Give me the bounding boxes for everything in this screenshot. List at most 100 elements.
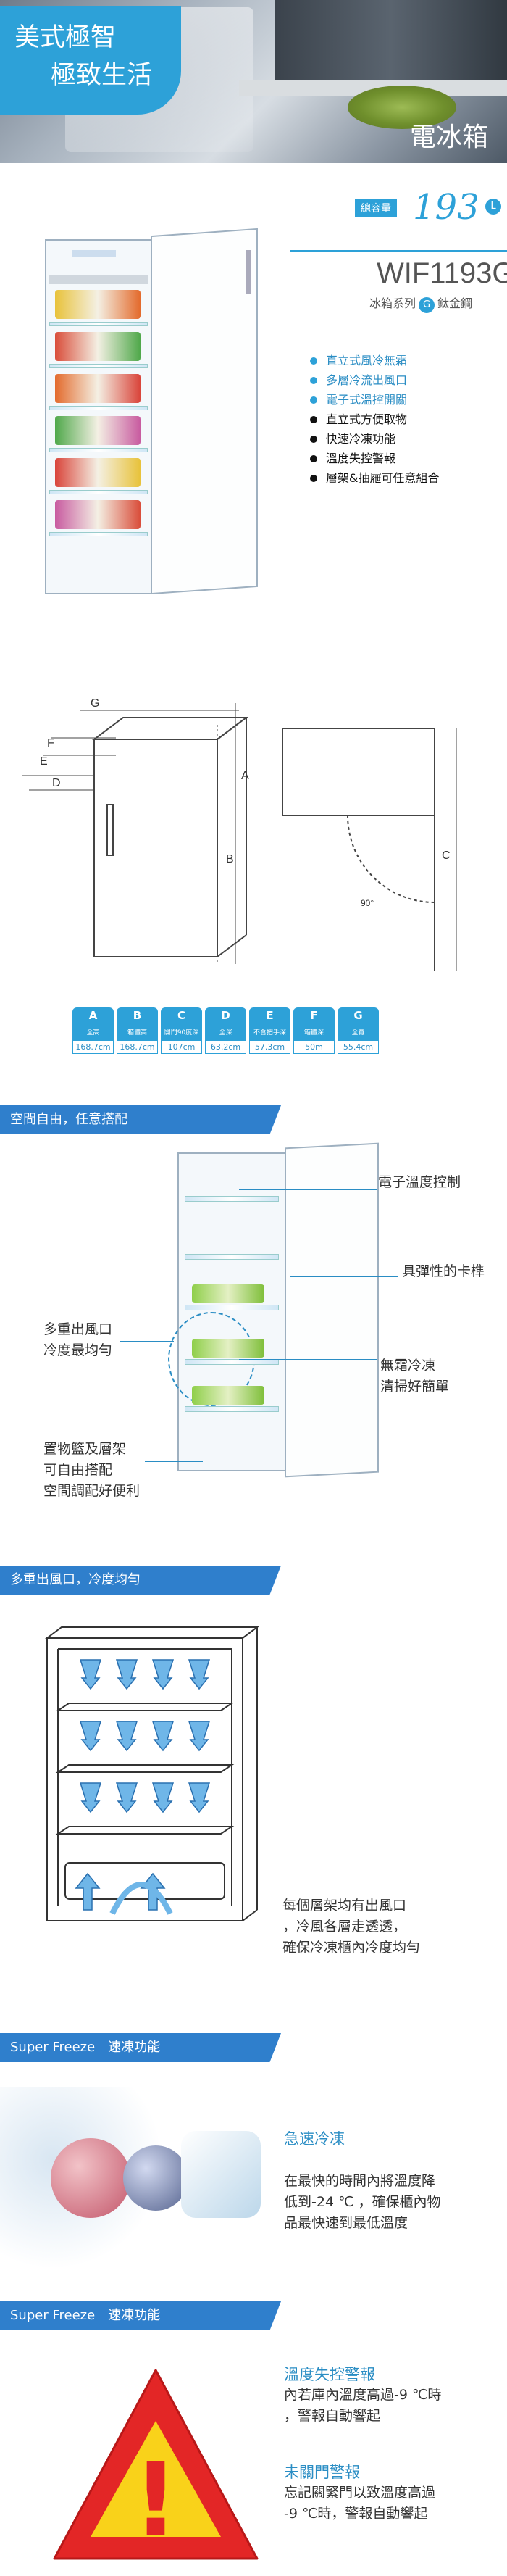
dim-name: 全深 [219,1029,232,1036]
feature-list: 直立式風冷無霜多層冷流出風口電子式溫控開關直立式方便取物快速冷凍功能溫度失控警報… [310,351,439,488]
airflow-up-arrow-icon [75,1872,101,1911]
food-package [55,290,141,319]
section-superfreeze-title: Super Freeze 速凍功能 [0,2033,281,2062]
food-package [55,500,141,529]
frozen-fruit [51,2138,130,2218]
dim-value: 168.7cm [72,1040,114,1054]
airflow-arrow-icon [115,1721,138,1752]
dim-value: 55.4cm [338,1040,379,1054]
airflow-arrow-icon [115,1782,138,1813]
shelf [49,490,148,494]
dim-name: 不含把手深 [253,1029,286,1036]
shelf [185,1406,279,1412]
label-B: B [226,853,234,865]
airflow-arrow-icon [188,1721,211,1752]
ice-cube [181,2131,261,2218]
alarm-text1: 內若庫內溫度高過-9 ℃時 ，警報自動響起 [284,2387,442,2424]
callout-line [120,1341,174,1342]
section-space-title: 空間自由，任意搭配 [0,1105,281,1134]
section-airflow-title: 多重出風口，冷度均勻 [0,1566,281,1595]
capacity-unit: L [485,199,501,215]
banner-title-line2: 極致生活 [51,61,153,90]
dim-cell-G: G 全寬 55.4cm [338,1007,379,1054]
series-name: 冰箱系列 [369,296,416,310]
feature-item: 溫度失控警報 [310,449,439,468]
shelf [49,322,148,326]
door-handle [246,250,251,294]
shelf [49,364,148,368]
dim-letter: G [353,1009,363,1022]
food-package [55,416,141,445]
food-package [55,374,141,403]
label-C: C [442,849,451,862]
dimension-diagram: G F E D A B C 90° [22,697,457,971]
dim-name: 全寬 [351,1029,365,1036]
capacity-value: 193 [413,187,479,228]
topview-box [282,728,435,816]
dim-value: 57.3cm [249,1040,290,1054]
dim-head: G 全寬 [338,1007,379,1040]
dim-head: F 箱體深 [293,1007,335,1040]
label-A: A [241,770,249,782]
warning-sign: ! [53,2369,259,2560]
airflow-arrow-icon [188,1782,211,1813]
food-package [192,1386,264,1405]
callout-airflow: 多重出風口 冷度最均勻 [43,1321,113,1358]
dim-head: E 不含把手深 [249,1007,290,1040]
dim-value: 107cm [161,1040,202,1054]
airflow-arrow-icon [151,1782,175,1813]
callout-line [239,1189,377,1190]
section-alarm-title: Super Freeze 速凍功能 [0,2301,281,2330]
shelf [185,1196,279,1202]
dim-name: 箱體高 [127,1029,147,1036]
feature-item: 直立式方便取物 [310,410,439,429]
dim-cell-F: F 箱體深 50m [293,1007,335,1054]
warning-exclamation-icon: ! [133,2442,179,2560]
callout-line [290,1276,398,1277]
feature-item: 電子式溫控開關 [310,390,439,410]
series-badge: G [419,297,435,313]
dim-cell-B: B 箱體高 168.7cm [117,1007,158,1054]
alarm-heading1: 溫度失控警報 [284,2366,375,2383]
dim-letter: B [133,1009,142,1022]
dim-head: D 全深 [205,1007,246,1040]
label-G: G [91,697,99,710]
dim-cell-E: E 不含把手深 57.3cm [249,1007,290,1054]
airflow-arrow-icon [79,1782,102,1813]
shelf [49,532,148,536]
callout-basket: 置物籃及層架 可自由搭配 空間調配好便利 [43,1441,141,1499]
dim-value: 168.7cm [117,1040,158,1054]
label-angle: 90° [361,898,374,908]
airflow-arrow-icon [151,1721,175,1752]
alarm-heading2: 未關門警報 [284,2464,360,2481]
freezer-open-body [177,1152,286,1471]
shelf [49,406,148,410]
label-D: D [52,777,61,789]
food-package [192,1339,264,1358]
top-vent [49,275,148,284]
callout-clip: 具彈性的卡榫 [402,1263,485,1279]
banner-title-box: 美式極智 極致生活 [0,6,181,115]
control-panel [72,250,116,257]
dim-name: 開門90度深 [164,1029,199,1036]
airflow-arrow-icon [79,1721,102,1752]
shelf [185,1359,279,1365]
dim-name: 箱體深 [303,1029,324,1036]
dim-letter: F [310,1009,318,1022]
dim-value: 50m [293,1040,335,1054]
cabinet-handle [106,804,114,856]
food-package [55,458,141,487]
dim-head: B 箱體高 [117,1007,158,1040]
dim-letter: D [221,1009,230,1022]
dim-name: 全高 [86,1029,100,1036]
airflow-text: 每個層架均有出風口 ，冷風各層走透透， 確保冷凍櫃內冷度均勻 [282,1898,421,1956]
dim-letter: E [266,1009,274,1022]
category-label: 電冰箱 [409,122,488,152]
alarm-text2: 忘記關緊門以致溫度高過 -9 ℃時，警報自動響起 [284,2485,436,2522]
frozen-fruit [123,2145,188,2211]
